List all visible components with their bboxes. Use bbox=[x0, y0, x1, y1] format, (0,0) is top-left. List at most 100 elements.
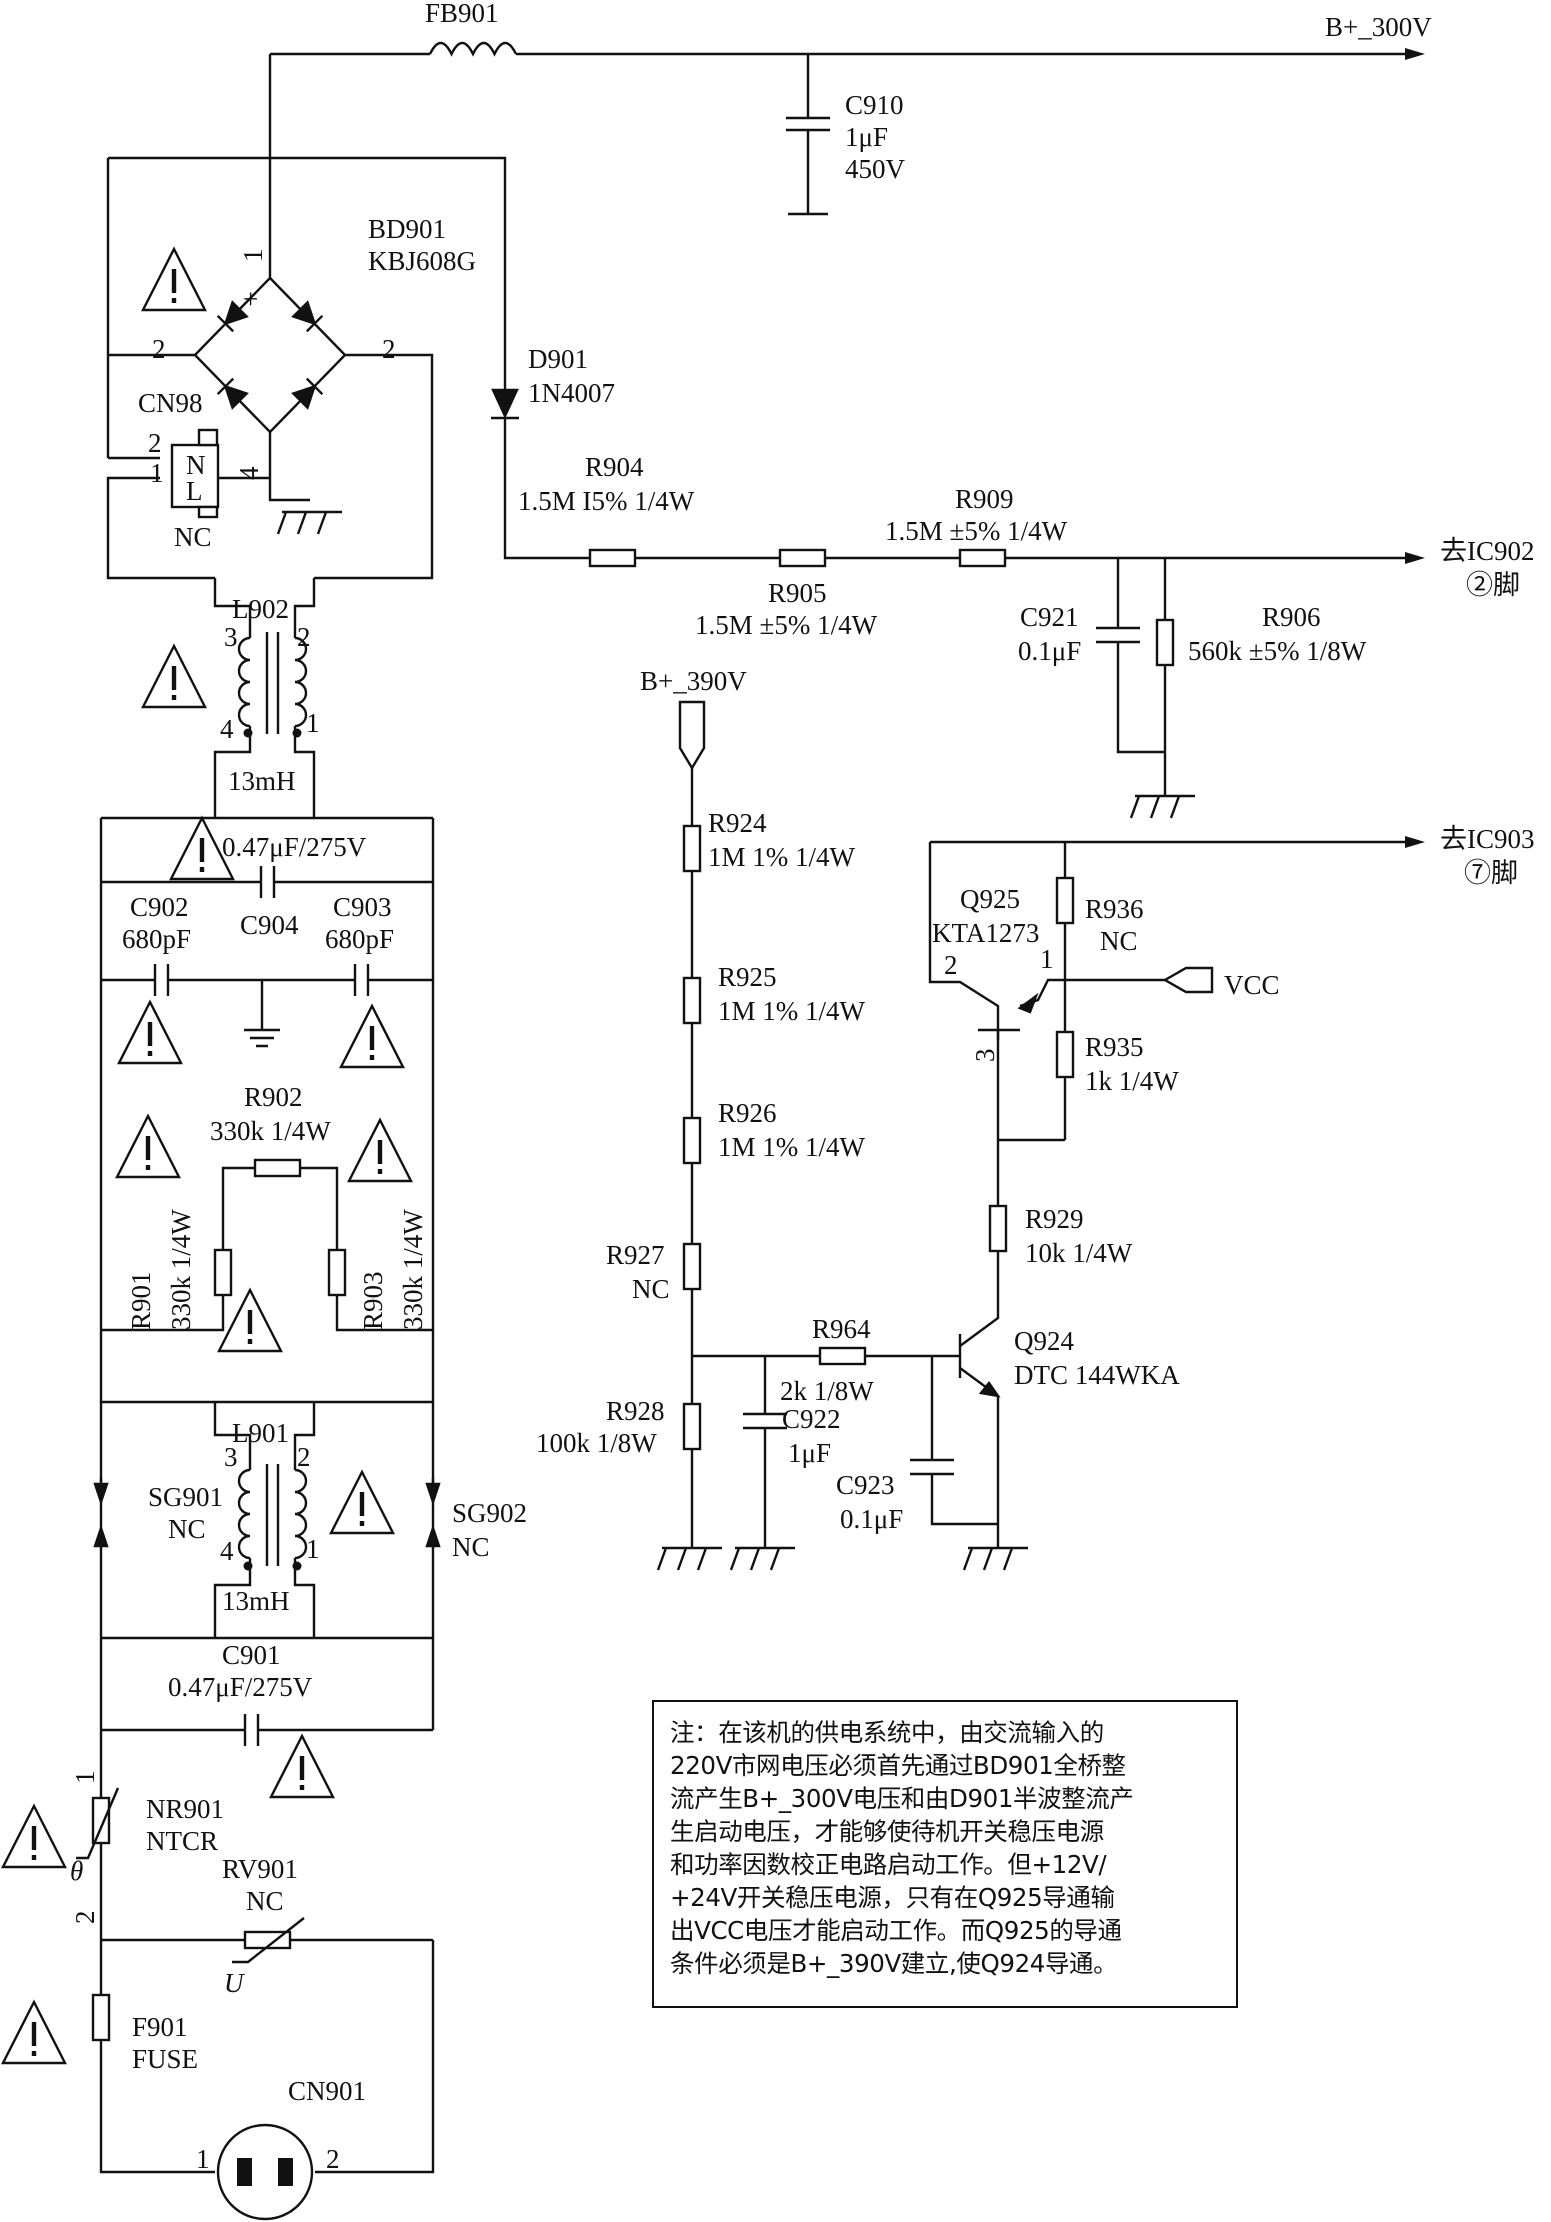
r929-label: R929 bbox=[1025, 1204, 1084, 1234]
r936-label: R936 bbox=[1085, 894, 1144, 924]
cn98-n: N bbox=[186, 450, 206, 480]
r926-value: 1M 1% 1/4W bbox=[718, 1132, 866, 1162]
q924-part: DTC 144WKA bbox=[1014, 1360, 1180, 1390]
r909-value: 1.5M ±5% 1/4W bbox=[885, 516, 1068, 546]
l902-pin3: 3 bbox=[224, 622, 238, 652]
r936-value: NC bbox=[1100, 926, 1138, 956]
cn98-l: L bbox=[186, 476, 203, 506]
r925-label: R925 bbox=[718, 962, 777, 992]
warning-icon bbox=[217, 1288, 283, 1353]
fb901-label: FB901 bbox=[425, 0, 499, 28]
connector-cn98: CN98 N L 2 1 4 NC bbox=[138, 388, 264, 552]
f901-label: F901 bbox=[132, 2012, 188, 2042]
bd901-label: BD901 bbox=[368, 214, 446, 244]
rv901-label: RV901 bbox=[222, 1854, 298, 1884]
r904-value: 1.5M I5% 1/4W bbox=[518, 486, 695, 516]
to-ic902-label: 去IC902 bbox=[1440, 536, 1535, 566]
cn98-pin1: 1 bbox=[150, 458, 164, 488]
r964-value: 2k 1/8W bbox=[780, 1376, 874, 1406]
q925-label: Q925 bbox=[960, 884, 1020, 914]
c922-label: C922 bbox=[782, 1404, 841, 1434]
warning-icon bbox=[115, 1114, 181, 1179]
r926-label: R926 bbox=[718, 1098, 777, 1128]
c902-value: 680pF bbox=[122, 924, 191, 954]
l901-pin1: 1 bbox=[306, 1534, 320, 1564]
l902-pin1: 1 bbox=[306, 708, 320, 738]
c910-voltage: 450V bbox=[845, 154, 906, 184]
r935-label: R935 bbox=[1085, 1032, 1144, 1062]
filter-ladder bbox=[76, 816, 441, 2221]
bd-pin2-right: 2 bbox=[382, 334, 396, 364]
r924-value: 1M 1% 1/4W bbox=[708, 842, 856, 872]
bd901-part: KBJ608G bbox=[368, 246, 476, 276]
r924-label: R924 bbox=[708, 808, 767, 838]
r905-label: R905 bbox=[768, 578, 827, 608]
r927-value: NC bbox=[632, 1274, 670, 1304]
r903-value: 330k 1/4W bbox=[398, 1209, 428, 1330]
sg902-label: SG902 bbox=[452, 1498, 527, 1528]
l901-label: L901 bbox=[232, 1418, 289, 1448]
l902-value: 13mH bbox=[228, 766, 296, 796]
c923-label: C923 bbox=[836, 1470, 895, 1500]
top-rail: FB901 B+_300V C910 1μF 450V bbox=[268, 0, 1432, 278]
warning-icon bbox=[339, 1004, 405, 1069]
r929-value: 10k 1/4W bbox=[1025, 1238, 1133, 1268]
c922-value: 1μF bbox=[788, 1438, 831, 1468]
to-ic902-pin: ②脚 bbox=[1466, 570, 1520, 600]
r901-label: R901 bbox=[126, 1271, 156, 1330]
c921-label: C921 bbox=[1020, 602, 1079, 632]
l901-pin2: 2 bbox=[297, 1442, 311, 1472]
c901-value: 0.47μF/275V bbox=[168, 1672, 313, 1702]
r904-label: R904 bbox=[585, 452, 644, 482]
q925-pin2: 2 bbox=[944, 950, 958, 980]
l902-pin4: 4 bbox=[220, 714, 234, 744]
filter-labels: 0.47μF/275V C902 680pF C904 C903 680pF R… bbox=[70, 832, 527, 2174]
cn901-pin2: 2 bbox=[326, 2144, 340, 2174]
cn98-pin2: 2 bbox=[148, 428, 162, 458]
warning-icon bbox=[141, 644, 207, 709]
r901-value: 330k 1/4W bbox=[166, 1209, 196, 1330]
c904-value: 0.47μF/275V bbox=[222, 832, 367, 862]
sg901-value: NC bbox=[168, 1514, 206, 1544]
r902-value: 330k 1/4W bbox=[210, 1116, 331, 1146]
c923-value: 0.1μF bbox=[840, 1504, 903, 1534]
nr901-label: NR901 bbox=[146, 1794, 224, 1824]
c910-label: C910 bbox=[845, 90, 904, 120]
r925-value: 1M 1% 1/4W bbox=[718, 996, 866, 1026]
vcc-label: VCC bbox=[1224, 970, 1280, 1000]
common-mode-choke-l902: L902 3 2 4 1 13mH bbox=[213, 578, 320, 818]
nr901-value: NTCR bbox=[146, 1826, 218, 1856]
l902-label: L902 bbox=[232, 594, 289, 624]
cn901-pin1: 1 bbox=[196, 2144, 210, 2174]
c903-label: C903 bbox=[333, 892, 392, 922]
bd-pin2-left: 2 bbox=[152, 334, 166, 364]
to-ic903-pin: ⑦脚 bbox=[1464, 858, 1518, 888]
q925-pin3: 3 bbox=[970, 1049, 1000, 1063]
c903-value: 680pF bbox=[325, 924, 394, 954]
bd-pin1: 1 bbox=[238, 249, 268, 263]
l901-value: 13mH bbox=[222, 1586, 290, 1616]
warning-icon bbox=[1, 1804, 67, 1869]
c904-label: C904 bbox=[240, 910, 299, 940]
nr901-pin1: 1 bbox=[70, 1771, 100, 1785]
q925-part: KTA1273 bbox=[932, 918, 1039, 948]
q925-pin1: 1 bbox=[1040, 944, 1054, 974]
warning-icon bbox=[269, 1734, 335, 1799]
warning-icon bbox=[1, 2000, 67, 2065]
bridge-rectifier-bd901: BD901 KBJ608G 1 + 2 2 bbox=[106, 156, 507, 580]
d901-part: 1N4007 bbox=[528, 378, 615, 408]
r903-label: R903 bbox=[358, 1271, 388, 1330]
r902-label: R902 bbox=[244, 1082, 303, 1112]
b300-label: B+_300V bbox=[1325, 12, 1432, 42]
sg901-label: SG901 bbox=[148, 1482, 223, 1512]
l901-pin3: 3 bbox=[224, 1442, 238, 1472]
nr901-pin2: 2 bbox=[70, 1911, 100, 1925]
c901-label: C901 bbox=[222, 1640, 281, 1670]
f901-value: FUSE bbox=[132, 2044, 198, 2074]
r906-value: 560k ±5% 1/8W bbox=[1188, 636, 1367, 666]
cn98-pin4: 4 bbox=[234, 466, 264, 480]
l902-pin2: 2 bbox=[297, 622, 311, 652]
b390-divider: B+_390V R924 1M 1% 1/4W R925 1M 1% 1/4W … bbox=[536, 666, 1535, 1572]
cn901-label: CN901 bbox=[288, 2076, 366, 2106]
